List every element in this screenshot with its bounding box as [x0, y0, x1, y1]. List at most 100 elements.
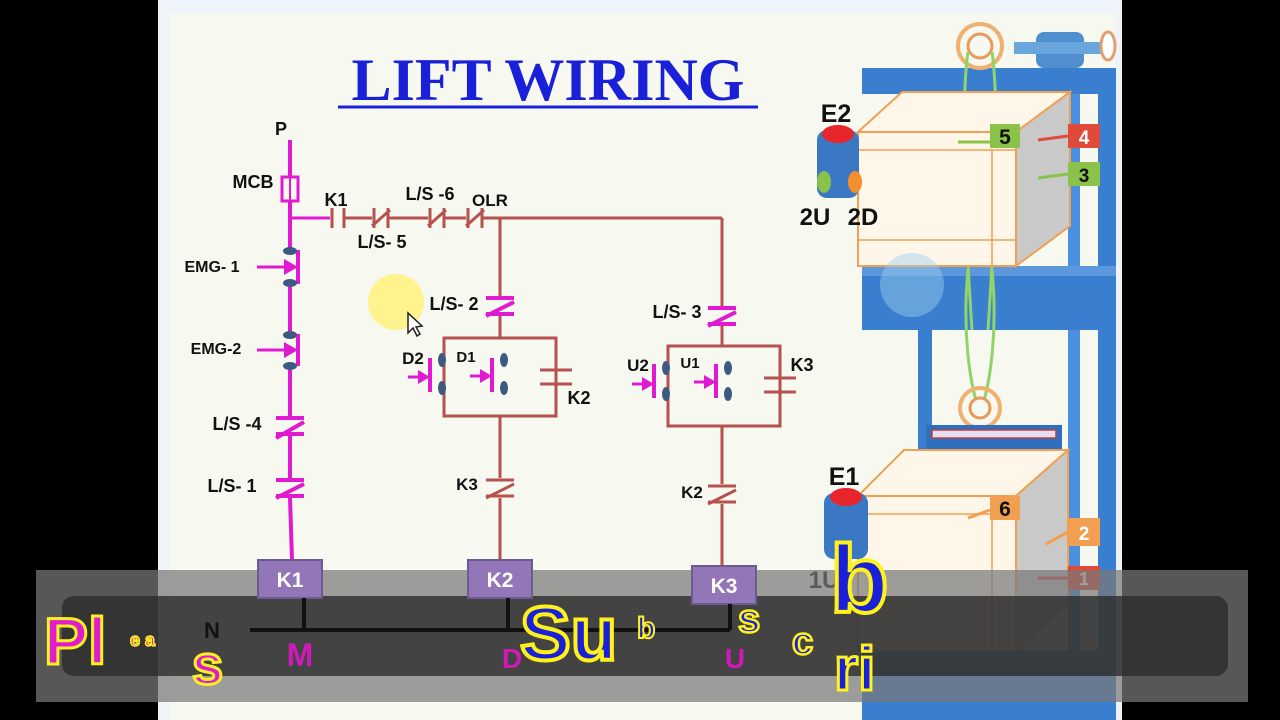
d1-arrow-head — [480, 369, 492, 383]
emg1-label: EMG- 1 — [184, 259, 239, 276]
coil-k3-label: K3 — [711, 575, 738, 598]
motor-shaft — [1014, 42, 1104, 54]
ls1-label: L/S- 1 — [207, 476, 256, 496]
k3-holding-label: K3 — [790, 355, 813, 375]
d2-arrow-head — [418, 370, 430, 384]
coil-k2-label: K2 — [487, 569, 514, 592]
floor-tag-2 — [1068, 518, 1100, 546]
floor-tag-6-lead — [967, 508, 991, 520]
main-wire-ls1-to-k1 — [288, 497, 294, 561]
frame-post-inner — [1068, 90, 1080, 720]
button-2d-label: 2D — [848, 204, 879, 231]
u1-label: U1 — [680, 355, 699, 372]
ls2-label: L/S- 2 — [429, 294, 478, 314]
coil-k1 — [257, 559, 323, 599]
olr-label: OLR — [472, 191, 508, 210]
coil-k3 — [691, 565, 757, 605]
overlay-band-inner — [62, 596, 1228, 676]
m-label: M — [287, 637, 314, 673]
floor-tag-4-lead — [1037, 134, 1069, 142]
upper-floor-box-side — [1015, 90, 1071, 268]
e2-lamp — [822, 125, 854, 143]
coil-k1-label: K1 — [277, 569, 304, 592]
top-pulley — [956, 22, 1004, 70]
k2-holding-label: K2 — [567, 388, 590, 408]
floor-tag-6-label: 6 — [999, 498, 1011, 521]
floor-tag-3 — [1068, 162, 1100, 186]
d2-dot-top — [438, 353, 446, 367]
overlay-please-ea: e a — [130, 630, 156, 650]
u1-dot-top — [724, 361, 732, 375]
up-parallel-box — [666, 344, 782, 428]
floor-tag-2-label: 2 — [1079, 524, 1090, 545]
u2-dot-bottom — [662, 387, 670, 401]
coil-k2 — [467, 559, 533, 599]
ls3-label: L/S- 3 — [652, 302, 701, 322]
overlay-subscribe-c: c — [792, 621, 813, 663]
button-2u-green[interactable] — [817, 171, 831, 193]
d1-label: D1 — [456, 349, 475, 366]
k1-contact-label: K1 — [324, 190, 347, 210]
overlay-subscribe-big-b: b — [830, 526, 889, 633]
overlay-please-s: s — [192, 633, 223, 696]
overlay-please-pl: Pl — [44, 604, 106, 678]
rope-lower — [964, 269, 996, 401]
floor-tag-6 — [990, 496, 1020, 520]
frame-top-beam — [862, 68, 1116, 94]
button-2d-orange[interactable] — [848, 171, 862, 193]
ls6-label: L/S -6 — [405, 184, 454, 204]
floor-tag-3-label: 3 — [1079, 166, 1090, 187]
ls5-label: L/S- 5 — [357, 232, 406, 252]
neutral-label: N — [204, 618, 220, 643]
d1-dot-top — [500, 353, 508, 367]
ls4-label: L/S -4 — [212, 414, 261, 434]
e2-label: E2 — [821, 100, 852, 128]
floor-tag-2-lead — [1045, 530, 1069, 546]
d2-label: D2 — [402, 349, 424, 368]
u-label: U — [725, 643, 745, 674]
overlay-subscribe-s: s — [738, 597, 760, 641]
watermark-circle — [880, 253, 944, 317]
emg1-dot-bottom — [283, 279, 297, 287]
emg2-dot-bottom — [283, 362, 297, 370]
u2-arrow-head — [642, 377, 654, 391]
e1-lamp — [830, 488, 862, 506]
e1-panel — [824, 493, 868, 559]
e1-label: E1 — [829, 463, 860, 491]
diagram-title: LIFT WIRING — [352, 47, 745, 113]
upper-floor-box-front — [857, 131, 1017, 267]
floor-tag-5 — [990, 124, 1020, 148]
d-label: D — [502, 643, 522, 674]
supply-label: P — [275, 119, 287, 139]
k2-interlock-label: K2 — [681, 483, 703, 502]
frame-post-right — [1098, 90, 1116, 720]
car-pulley-inner — [968, 396, 992, 420]
overlay-subscribe-ri: ri — [834, 635, 875, 704]
floor-slab-upper-face — [862, 266, 1116, 276]
emg1-dot-top — [283, 247, 297, 255]
mouse-cursor-icon — [407, 311, 424, 338]
floor-tag-4-label: 4 — [1079, 128, 1090, 149]
car-top-stripe — [931, 429, 1057, 439]
k3-interlock-label: K3 — [456, 475, 478, 494]
floor-tag-4 — [1068, 124, 1100, 148]
u1-arrow-head — [704, 375, 716, 389]
emg2-arrow-head — [284, 342, 298, 358]
emg2-label: EMG-2 — [191, 341, 242, 358]
subscribe-overlay: Pl e a s Su b s c b ri — [43, 524, 891, 706]
d1-dot-bottom — [500, 381, 508, 395]
floor-tag-3-lead — [1037, 172, 1069, 180]
button-2u-label: 2U — [800, 204, 831, 231]
floor-tag-5-label: 5 — [999, 126, 1011, 149]
mcb-label: MCB — [233, 172, 274, 192]
u2-label: U2 — [627, 356, 649, 375]
overlay-subscribe-b: b — [637, 612, 655, 645]
overlay-subscribe-su: Su — [520, 592, 617, 677]
u1-dot-bottom — [724, 387, 732, 401]
emg1-arrow-head — [284, 259, 298, 275]
u2-dot-top — [662, 361, 670, 375]
control-circuit: P MCB EMG- 1 EMG-2 L/S -4 L/S — [36, 119, 1248, 702]
motor-end-cap — [1099, 30, 1117, 62]
top-pulley-inner — [966, 32, 994, 60]
